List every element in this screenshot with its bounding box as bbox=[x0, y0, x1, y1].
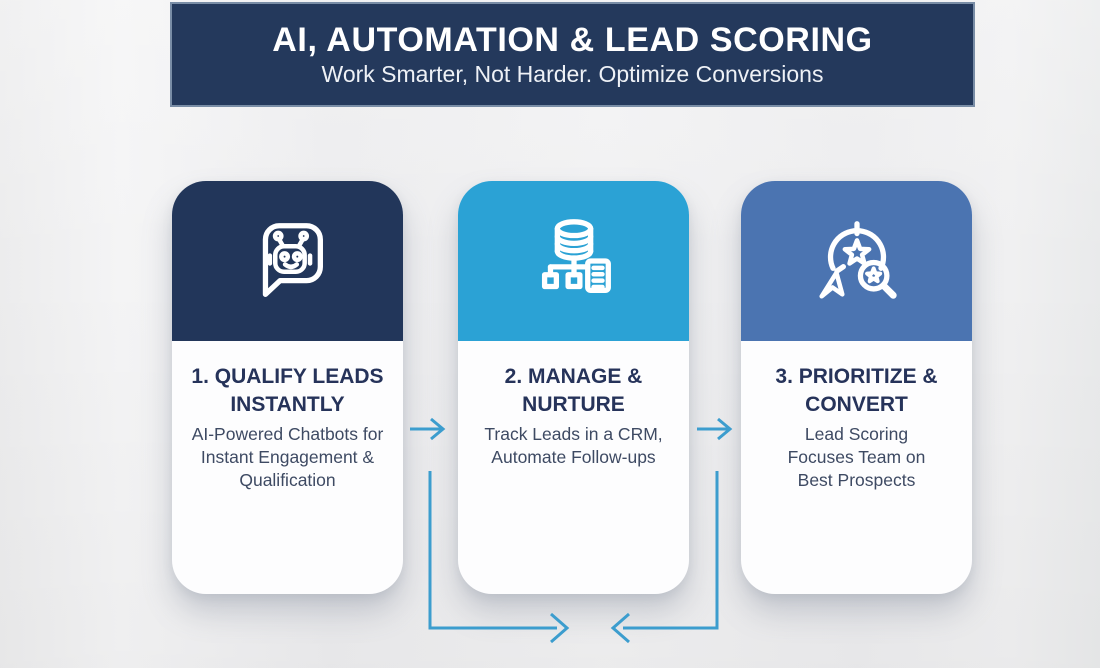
card-manage-nurture: 2. MANAGE & NURTURE Track Leads in a CRM… bbox=[458, 181, 689, 594]
card-manage-nurture-title: 2. MANAGE & NURTURE bbox=[504, 365, 643, 416]
card-prioritize-convert-body: 3. PRIORITIZE & CONVERT Lead Scoring Foc… bbox=[741, 341, 972, 491]
chatbot-icon bbox=[262, 223, 323, 297]
card-prioritize-convert-title: 3. PRIORITIZE & CONVERT bbox=[775, 365, 938, 416]
card-manage-nurture-description: Track Leads in a CRM, Automate Follow-up… bbox=[484, 424, 663, 467]
lead-scoring-icon bbox=[818, 221, 897, 299]
card-manage-nurture-header bbox=[458, 181, 689, 341]
card-qualify-leads-body: 1. QUALIFY LEADS INSTANTLY AI-Powered Ch… bbox=[172, 341, 403, 491]
card-prioritize-convert-description: Lead Scoring Focuses Team on Best Prospe… bbox=[787, 424, 926, 490]
banner-subtitle: Work Smarter, Not Harder. Optimize Conve… bbox=[321, 60, 824, 87]
card-prioritize-convert: 3. PRIORITIZE & CONVERT Lead Scoring Foc… bbox=[741, 181, 972, 594]
card-qualify-leads-header bbox=[172, 181, 403, 341]
card-manage-nurture-body: 2. MANAGE & NURTURE Track Leads in a CRM… bbox=[458, 341, 689, 469]
banner: AI, AUTOMATION & LEAD SCORING Work Smart… bbox=[170, 2, 975, 107]
card-qualify-leads-description: AI-Powered Chatbots for Instant Engageme… bbox=[191, 424, 384, 490]
card-prioritize-convert-header bbox=[741, 181, 972, 341]
card-qualify-leads: 1. QUALIFY LEADS INSTANTLY AI-Powered Ch… bbox=[172, 181, 403, 594]
arrow-card2-to-card3 bbox=[697, 417, 733, 441]
card-qualify-leads-title: 1. QUALIFY LEADS INSTANTLY bbox=[191, 365, 384, 416]
arrow-card1-to-card2 bbox=[410, 417, 446, 441]
banner-title: AI, AUTOMATION & LEAD SCORING bbox=[272, 20, 873, 59]
crm-database-icon bbox=[541, 219, 611, 294]
